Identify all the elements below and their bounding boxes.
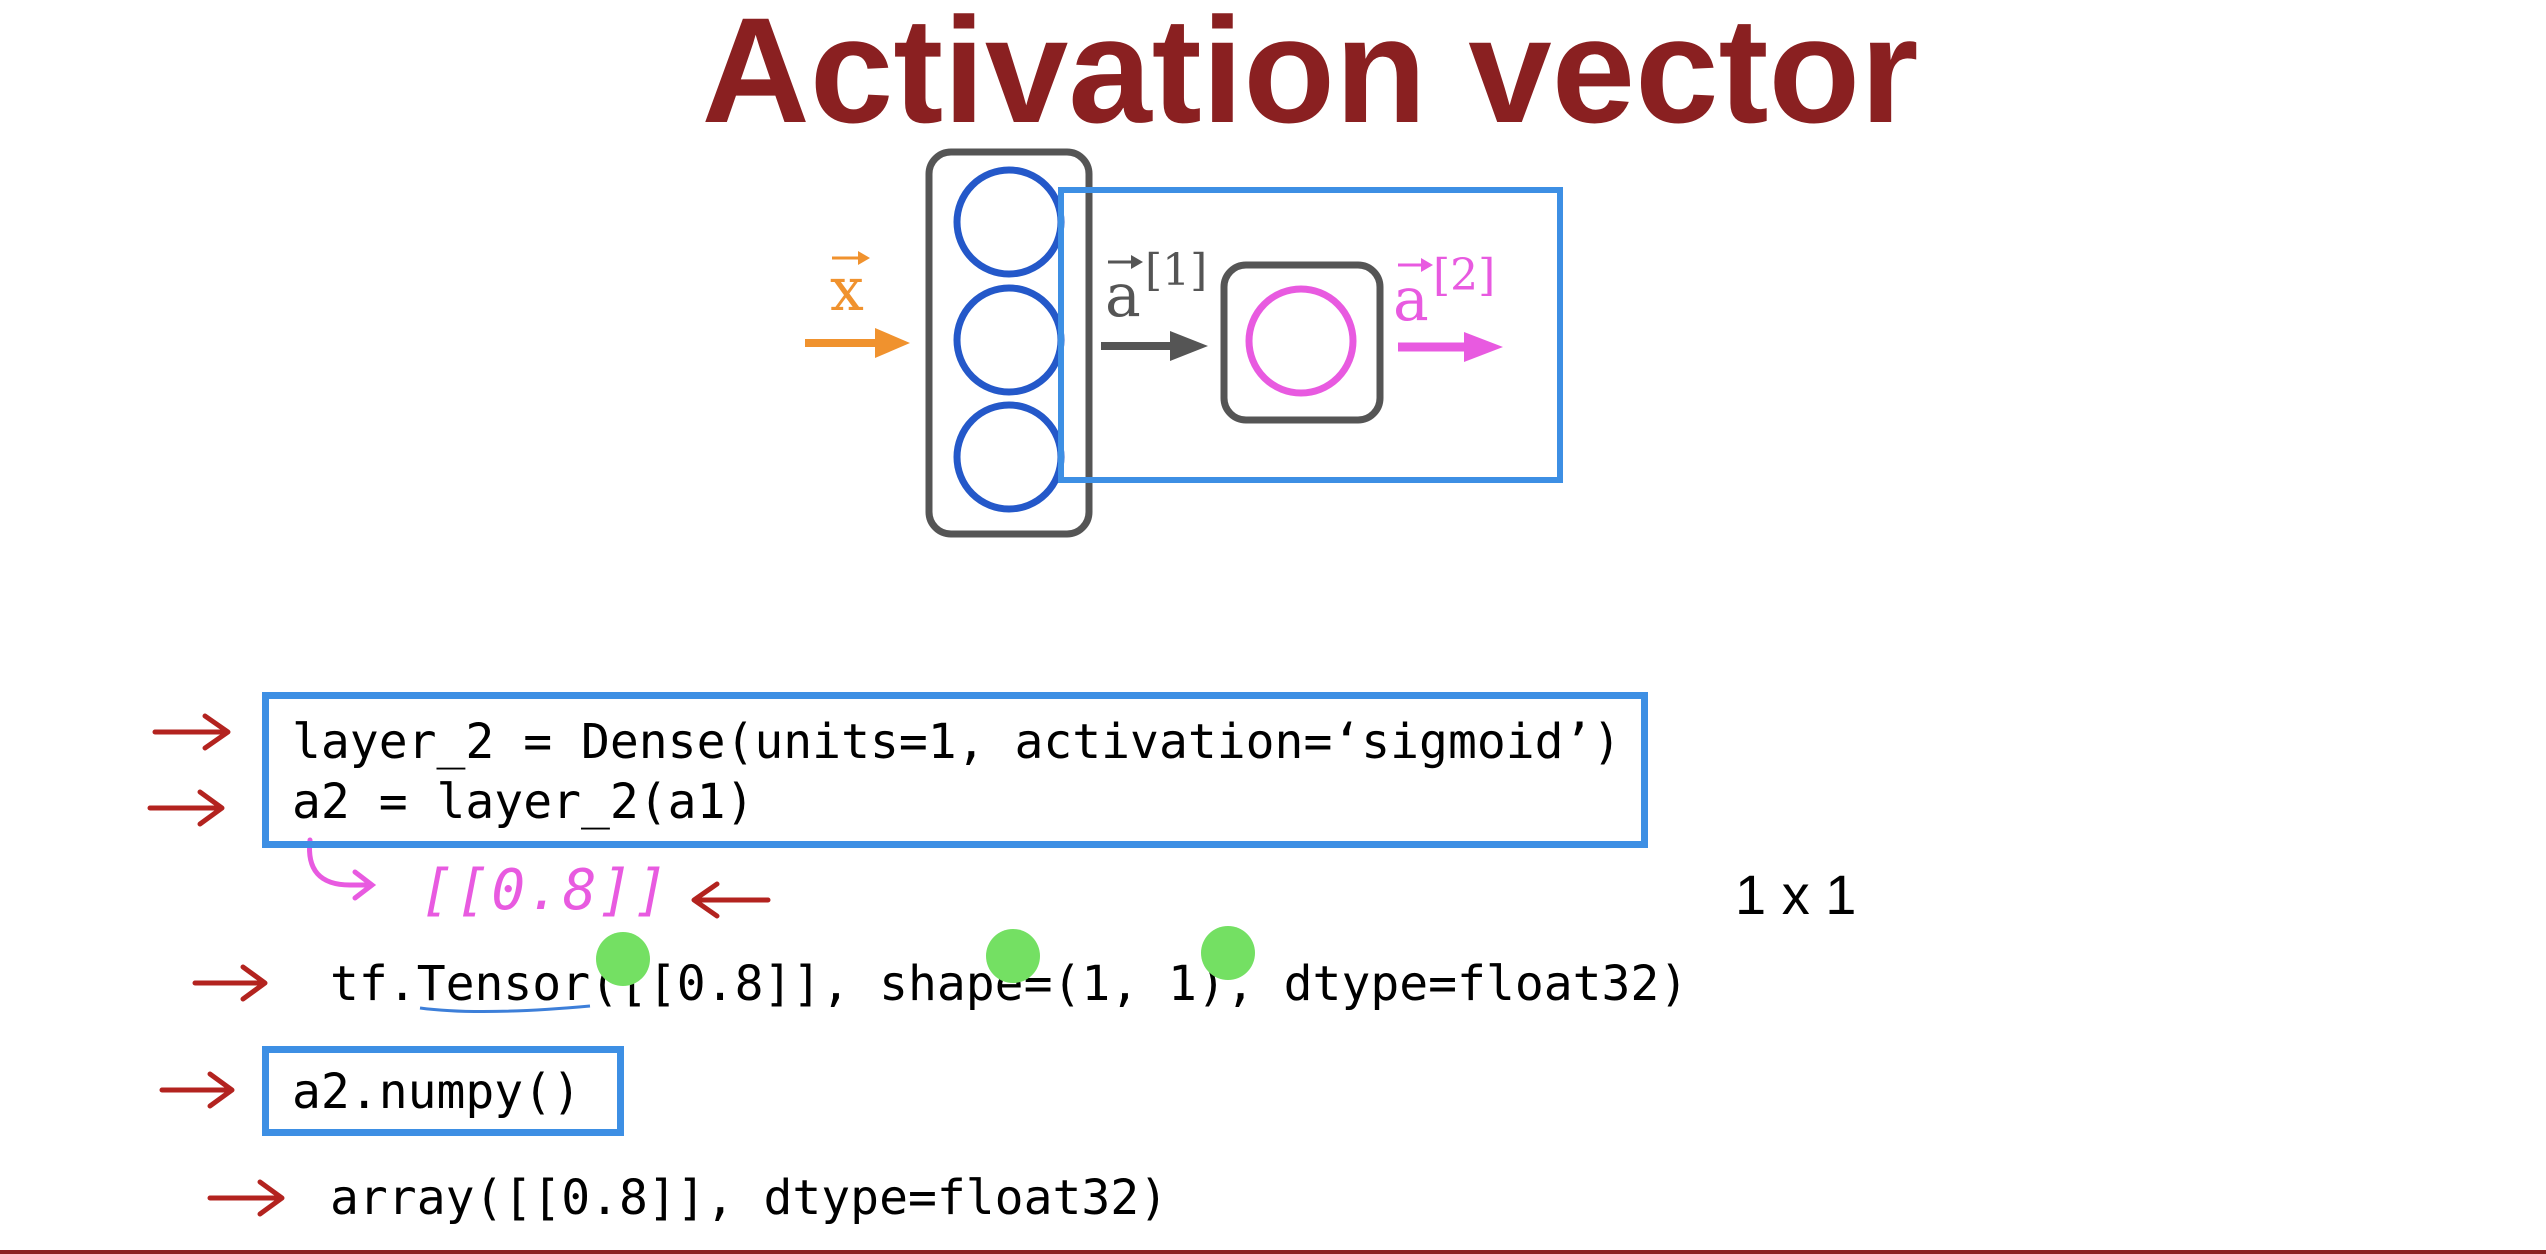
output-layer-box	[1220, 261, 1384, 424]
handwritten-output-value: [[0.8]]	[420, 858, 671, 923]
hidden-neuron-2	[953, 284, 1065, 396]
tensor-underline	[419, 1004, 591, 1014]
cursor-dot-3	[1201, 926, 1255, 980]
numpy-call-line: a2.numpy()	[292, 1064, 581, 1120]
hidden-layer-box	[925, 148, 1093, 538]
layer-2-code-box	[262, 692, 1648, 848]
code-line-call: a2 = layer_2(a1)	[292, 774, 755, 830]
output-arrow	[1398, 332, 1503, 362]
input-arrow	[805, 328, 910, 358]
hidden-neuron-1	[953, 166, 1065, 278]
hidden-vector-arrow-icon	[1108, 255, 1143, 269]
slide-title: Activation vector	[701, 0, 1919, 154]
final-output-label: a	[1393, 265, 1429, 335]
hidden-output-label: a	[1105, 261, 1141, 331]
annotation-arrow-3	[691, 881, 771, 919]
hidden-output-superscript: [1]	[1145, 245, 1207, 296]
handwritten-curve-arrow	[307, 837, 377, 901]
code-line-dense: layer_2 = Dense(units=1, activation=‘sig…	[292, 714, 1622, 770]
output-vector-arrow-icon	[1398, 258, 1433, 272]
annotation-arrow-5	[159, 1071, 235, 1109]
cursor-dot-1	[596, 932, 650, 986]
input-vector-arrow-icon	[832, 251, 870, 265]
input-label: x	[830, 255, 864, 325]
hidden-to-output-arrow	[1101, 331, 1208, 361]
output-neuron	[1245, 285, 1357, 397]
final-output-superscript: [2]	[1433, 250, 1495, 301]
numpy-code-box	[262, 1046, 624, 1136]
footer-rule	[0, 1250, 2546, 1254]
annotation-arrow-2	[147, 789, 225, 827]
annotation-arrow-6	[207, 1179, 285, 1217]
annotation-arrow-4	[192, 964, 268, 1002]
shape-label: 1 x 1	[1735, 863, 1857, 926]
array-output-line: array([[0.8]], dtype=float32)	[330, 1170, 1169, 1226]
hidden-neuron-3	[953, 401, 1065, 513]
layer-2-highlight-box	[1058, 187, 1563, 483]
annotation-arrow-1	[152, 713, 231, 751]
cursor-dot-2	[986, 929, 1040, 983]
